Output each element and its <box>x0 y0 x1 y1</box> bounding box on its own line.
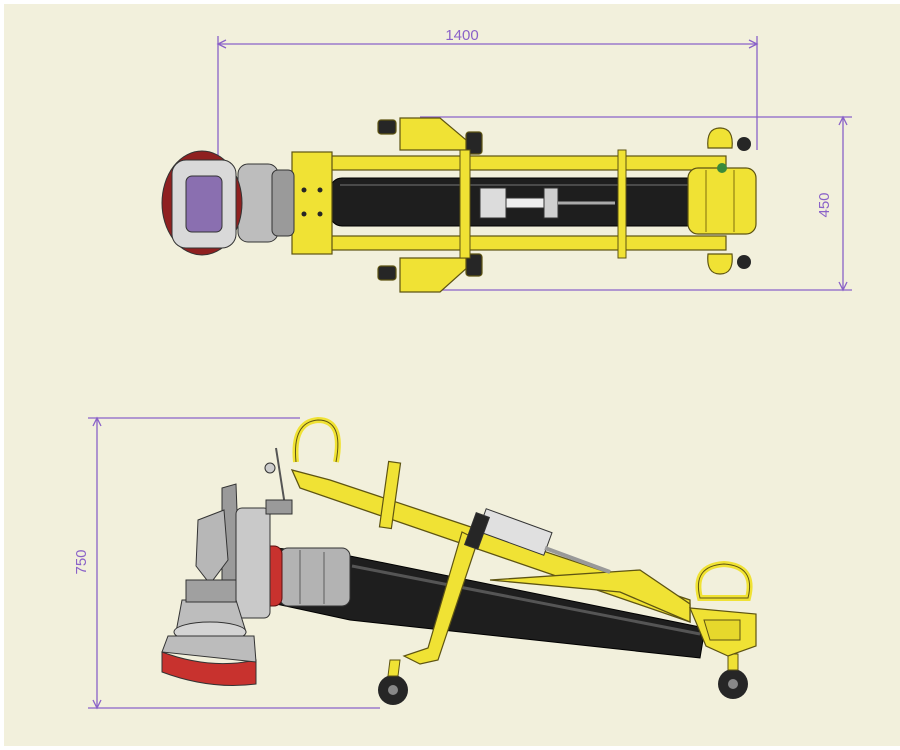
side-view: 750 <box>73 416 757 710</box>
lifting-eye-top <box>707 127 733 149</box>
rear-coupling <box>687 167 757 235</box>
valve-lever <box>264 447 293 515</box>
support-bracket-bottom <box>377 253 483 293</box>
dimension-length-label: 1400 <box>445 27 478 44</box>
dimension-width-label: 450 <box>816 192 833 217</box>
top-view: 1400 450 <box>161 27 852 293</box>
actuator-cylinder-top <box>479 187 615 219</box>
lifting-eye-bottom <box>707 253 733 275</box>
support-post <box>378 460 402 530</box>
frame-crossbars <box>459 149 627 259</box>
swivel-coupling-side <box>161 483 271 686</box>
dimension-height <box>88 416 380 710</box>
frame-rail-top <box>295 155 727 171</box>
swivel-coupling-top <box>161 150 295 256</box>
hose-sleeve <box>279 547 351 607</box>
dimension-length <box>216 36 759 160</box>
frame-rail-bottom <box>295 235 727 251</box>
dimension-height-label: 750 <box>73 549 90 574</box>
front-plate <box>291 151 333 255</box>
wheel-front <box>378 659 408 705</box>
dimension-width <box>420 115 852 292</box>
drawing-sheet <box>4 4 900 746</box>
actuator-cylinder-side <box>463 508 611 574</box>
wheel-rear <box>718 653 748 699</box>
support-bracket-top <box>377 117 483 155</box>
